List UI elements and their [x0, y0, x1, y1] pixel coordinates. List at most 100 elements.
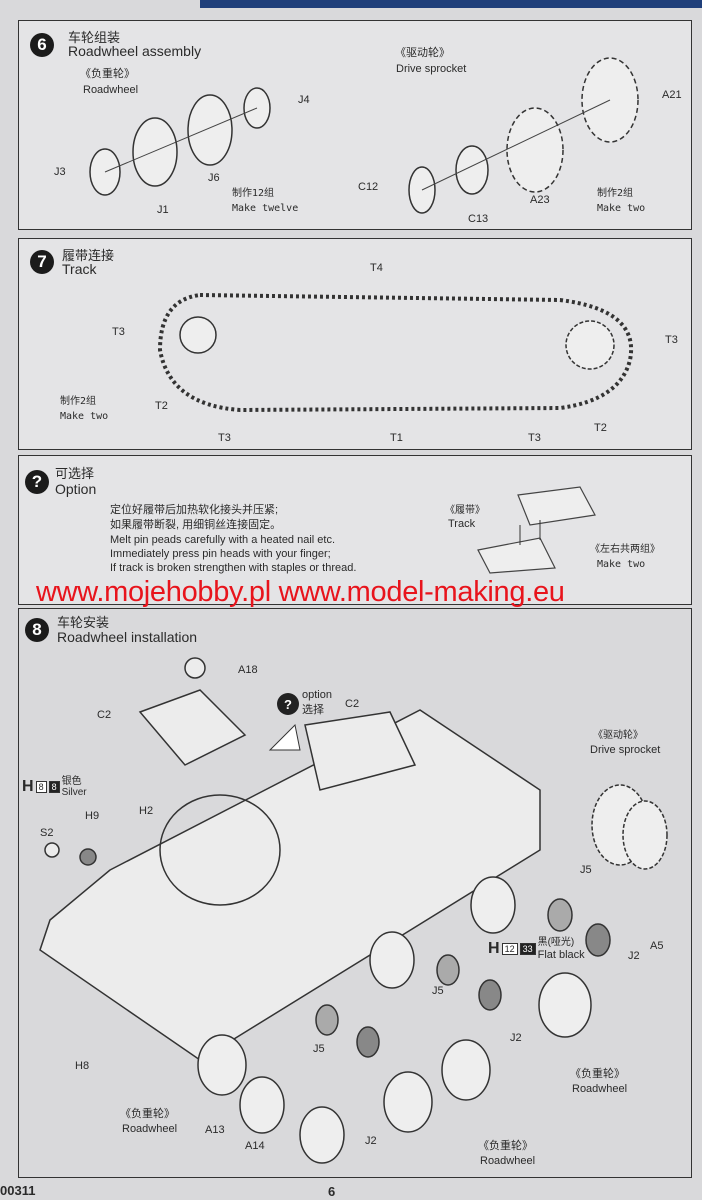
- roadwheel-label-zh: 《负重轮》: [478, 1140, 533, 1152]
- part-label: C12: [358, 181, 379, 193]
- make-twelve-en: Make twelve: [232, 203, 299, 214]
- instruction-en: Melt pin peads carefully with a heated n…: [110, 534, 336, 546]
- paint-name-zh: 黑(哑光): [537, 937, 575, 948]
- sprocket-label-en: Drive sprocket: [590, 744, 661, 756]
- instruction-en: Immediately press pin heads with your fi…: [110, 548, 331, 560]
- make-two-zh: 制作2组: [597, 188, 634, 199]
- part-a18: [184, 657, 206, 679]
- instruction-zh: 定位好履带后加热软化接头并压紧;: [110, 504, 279, 516]
- part-label: J3: [54, 166, 66, 178]
- option-label-zh: 选择: [302, 704, 324, 716]
- option-label-en: option: [302, 689, 332, 701]
- part-h9: [79, 848, 97, 866]
- part-label: A14: [245, 1140, 265, 1152]
- track-label-en: Track: [448, 518, 476, 530]
- drive-sprocket: [565, 320, 615, 370]
- paint-code: 12: [501, 943, 518, 955]
- part-label: A23: [530, 194, 550, 206]
- sprocket-label-en: Drive sprocket: [396, 63, 467, 75]
- part-label: T1: [390, 432, 403, 444]
- step6-panel: [18, 20, 692, 230]
- option-question-icon: [277, 693, 299, 715]
- paint-letter: H: [488, 940, 500, 957]
- paint-name-zh: 银色: [61, 776, 82, 787]
- page-number: 6: [328, 1184, 336, 1199]
- part-label: J5: [580, 864, 592, 876]
- option-panel: [18, 455, 692, 605]
- paint-code: 8: [48, 781, 60, 793]
- part-label: T2: [155, 400, 168, 412]
- track-label-zh: 《履带》: [445, 505, 485, 516]
- track-piece-upper: [517, 486, 596, 526]
- part-label: T2: [594, 422, 607, 434]
- roadwheels: [197, 784, 668, 1164]
- make-two-zh: 《左右共两组》: [590, 544, 660, 555]
- idler-wheel: [179, 316, 217, 354]
- part-label: J2: [510, 1032, 522, 1044]
- track-piece-lower: [477, 537, 556, 574]
- part-label: A5: [650, 940, 664, 952]
- step8-panel: [18, 608, 692, 1178]
- step-title-en: Roadwheel assembly: [68, 43, 202, 59]
- part-label: J4: [298, 94, 310, 106]
- product-code: 00311: [0, 1183, 36, 1198]
- sprocket-label-zh: 《驱动轮》: [395, 47, 450, 59]
- part-label: J1: [157, 204, 169, 216]
- watermark: www.mojehobby.pl www.model-making.eu: [36, 576, 565, 608]
- step-title-en: Roadwheel installation: [57, 629, 198, 645]
- make-two-en: Make two: [597, 203, 646, 214]
- wheel-j6: [187, 94, 233, 166]
- svg-text:?: ?: [284, 697, 292, 712]
- roadwheel-label-zh: 《负重轮》: [570, 1068, 625, 1080]
- hull: [39, 709, 541, 1061]
- part-label: H8: [75, 1060, 90, 1072]
- part-label: H9: [85, 810, 100, 822]
- make-two-en: Make two: [597, 559, 646, 570]
- step-title-zh: 履带连接: [62, 248, 115, 263]
- part-label: A18: [238, 664, 258, 676]
- turret-ring: [159, 794, 281, 906]
- option-question-icon: ?: [25, 470, 49, 494]
- part-label: A21: [662, 89, 682, 101]
- step-number: 8: [25, 618, 49, 642]
- roadwheel-label-zh: 《负重轮》: [80, 68, 135, 80]
- part-c13: [455, 145, 489, 195]
- roadwheel-label-en: Roadwheel: [83, 84, 139, 96]
- paint-flat-black: H 12 33 黑(哑光)Flat black: [488, 937, 585, 961]
- option-title-en: Option: [55, 481, 97, 497]
- part-label: J6: [208, 172, 220, 184]
- part-label: J2: [365, 1135, 377, 1147]
- part-label: T3: [218, 432, 231, 444]
- option-title-zh: 可选择: [55, 466, 95, 481]
- part-label: H2: [139, 805, 154, 817]
- part-label: C13: [468, 213, 489, 225]
- hatch-c2-right: [304, 711, 417, 791]
- part-label: C2: [345, 698, 360, 710]
- part-label: A13: [205, 1124, 225, 1136]
- part-label: J5: [313, 1043, 325, 1055]
- part-label: C2: [97, 709, 112, 721]
- step-number: 7: [30, 250, 54, 274]
- hatch-c2-left: [138, 689, 247, 766]
- part-label: T3: [528, 432, 541, 444]
- sprocket-label-zh: 《驱动轮》: [593, 730, 643, 741]
- part-label: T4: [370, 262, 383, 274]
- part-label: S2: [40, 827, 54, 839]
- instruction-zh: 如果履带断裂, 用细铜丝连接固定。: [110, 519, 282, 531]
- part-label: J5: [432, 985, 444, 997]
- make-twelve-zh: 制作12组: [232, 188, 275, 199]
- paint-code: 33: [519, 943, 536, 955]
- make-two-en: Make two: [60, 411, 109, 422]
- step-title-zh: 车轮组装: [68, 30, 121, 45]
- paint-letter: H: [22, 778, 34, 795]
- roadwheel-label-en: Roadwheel: [480, 1155, 536, 1167]
- roadwheel-label-en: Roadwheel: [572, 1083, 628, 1095]
- step-number: 6: [30, 33, 54, 57]
- step-title-zh: 车轮安装: [57, 615, 110, 630]
- wheel-j1: [132, 117, 178, 187]
- paint-code: 8: [35, 781, 47, 793]
